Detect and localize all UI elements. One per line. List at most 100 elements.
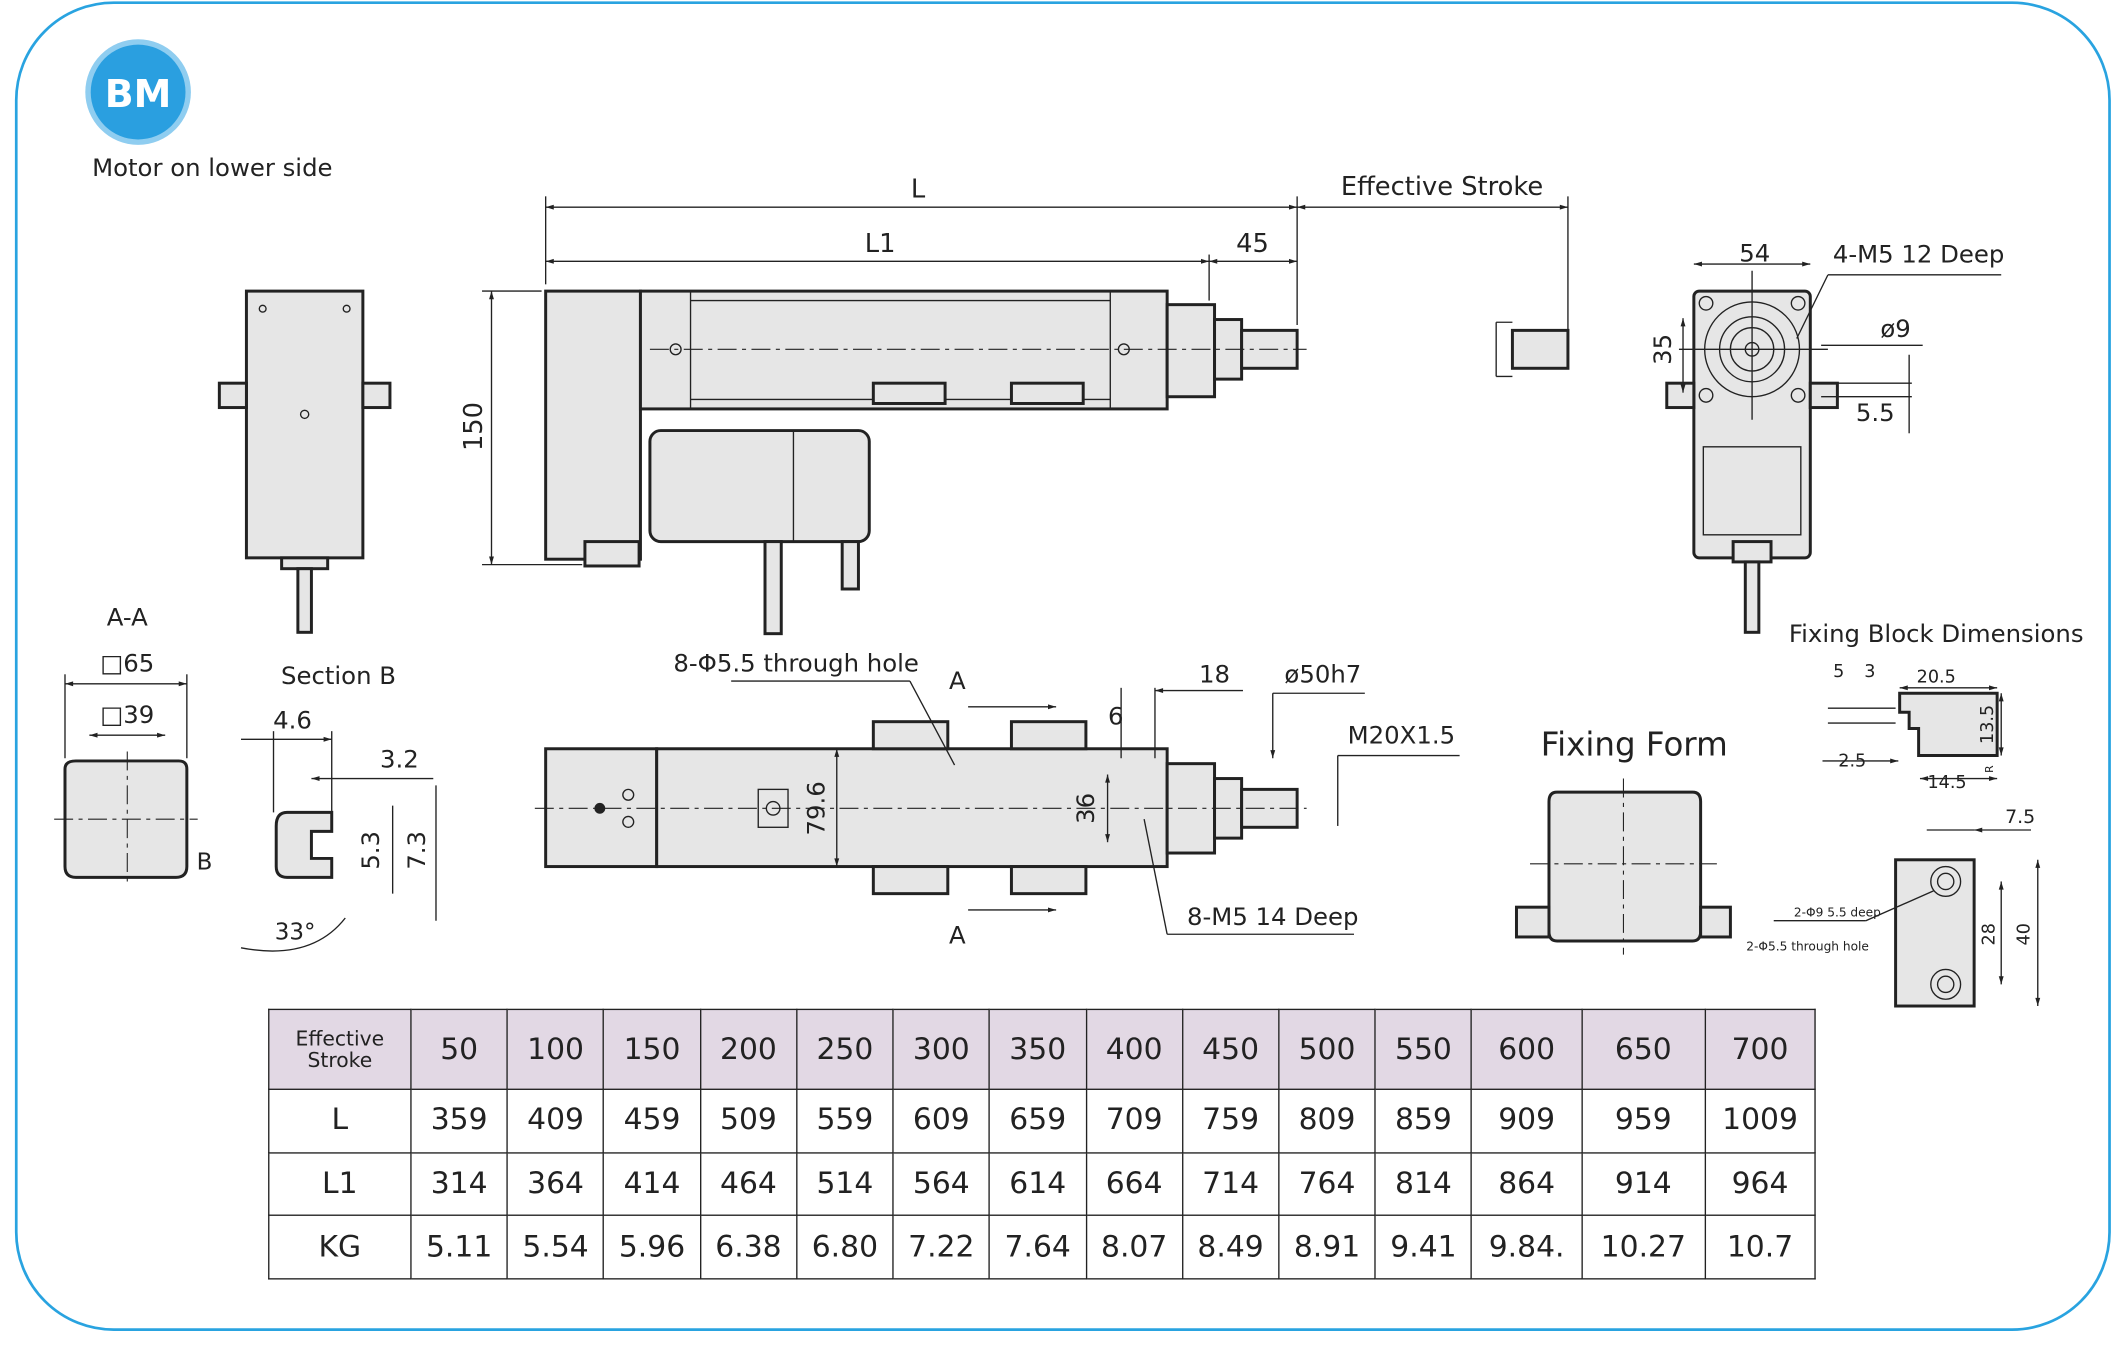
- dim-28: 28: [1979, 923, 1999, 945]
- svg-text:BM: BM: [105, 72, 172, 116]
- section-marker-a-bottom: A: [949, 921, 966, 950]
- dim-radius: R: [1983, 765, 1996, 773]
- counterbore-note: 2-Φ9 5.5 deep: [1794, 906, 1881, 920]
- table-cell: 959: [1580, 1088, 1706, 1154]
- table-cell: 709: [1085, 1088, 1184, 1154]
- table-cell: 609: [892, 1088, 991, 1154]
- top-view: [482, 196, 1570, 636]
- table-cell: 8.07: [1085, 1215, 1184, 1280]
- section-b-detail: [240, 731, 437, 952]
- stroke-cell: 600: [1470, 1008, 1583, 1091]
- dim-13-5: 13.5: [1978, 705, 1998, 744]
- table-cell: 814: [1374, 1151, 1473, 1217]
- table-cell: 509: [699, 1088, 798, 1154]
- dim-20-5: 20.5: [1917, 667, 1956, 687]
- header-label-line1: Effective: [295, 1026, 385, 1051]
- table-cell: 664: [1085, 1151, 1184, 1217]
- row-label: L: [268, 1088, 412, 1154]
- table-cell: 6.80: [795, 1215, 894, 1280]
- table-cell: 864: [1470, 1151, 1583, 1217]
- motor-position-label: Motor on lower side: [92, 153, 332, 182]
- table-cell: 659: [988, 1088, 1087, 1154]
- dim-4-6: 4.6: [273, 705, 312, 734]
- table-cell: 1009: [1704, 1088, 1816, 1154]
- side-view: [217, 289, 392, 634]
- table-cell: 764: [1278, 1151, 1376, 1217]
- section-marker-a-top: A: [949, 666, 966, 695]
- dim-79-6: 79.6: [802, 781, 831, 835]
- table-cell: 5.54: [506, 1215, 605, 1280]
- row-label: L1: [268, 1151, 412, 1217]
- stroke-cell: 300: [892, 1008, 991, 1091]
- section-b-marker: B: [197, 849, 213, 875]
- table-cell: 409: [506, 1088, 605, 1154]
- table-cell: 914: [1580, 1151, 1706, 1217]
- bm-logo: BM: [85, 39, 191, 145]
- fixing-block-title: Fixing Block Dimensions: [1789, 619, 2084, 648]
- dim-L: L: [911, 175, 926, 205]
- dim-dia-9: ø9: [1880, 314, 1910, 343]
- stroke-cell: 450: [1181, 1008, 1280, 1091]
- stroke-cell: 200: [699, 1008, 798, 1091]
- dim-7-3: 7.3: [402, 831, 431, 870]
- fixing-block-drawing: [1773, 685, 2041, 1008]
- table-cell: 859: [1374, 1088, 1473, 1154]
- dim-7-5: 7.5: [2005, 806, 2035, 828]
- table-cell: 759: [1181, 1088, 1280, 1154]
- section-aa-profile: [54, 674, 198, 887]
- stroke-cell: 100: [506, 1008, 605, 1091]
- stroke-cell: 150: [603, 1008, 701, 1091]
- table-cell: 314: [410, 1151, 509, 1217]
- table-cell: 714: [1181, 1151, 1280, 1217]
- stroke-cell: 350: [988, 1008, 1087, 1091]
- stroke-cell: 250: [795, 1008, 894, 1091]
- dim-angle-33: 33°: [275, 920, 316, 946]
- dim-5-3: 5.3: [356, 831, 385, 870]
- table-cell: 10.27: [1580, 1215, 1706, 1280]
- table-cell: 9.41: [1374, 1215, 1473, 1280]
- dim-5: 5: [1833, 662, 1844, 682]
- through-hole-note: 2-Φ5.5 through hole: [1746, 940, 1869, 954]
- dim-150: 150: [459, 402, 489, 451]
- table-cell: 559: [795, 1088, 894, 1154]
- thread-note-8-m5: 8-M5 14 Deep: [1187, 902, 1358, 931]
- dim-effective-stroke: Effective Stroke: [1341, 172, 1543, 202]
- table-cell: 8.49: [1181, 1215, 1280, 1280]
- table-cell: 364: [506, 1151, 605, 1217]
- table-cell: 514: [795, 1151, 894, 1217]
- stroke-cell: 650: [1580, 1008, 1706, 1091]
- table-cell: 5.11: [410, 1215, 509, 1280]
- header-label-line2: Stroke: [307, 1048, 373, 1073]
- dim-54: 54: [1739, 238, 1770, 267]
- dim-35: 35: [1648, 334, 1677, 365]
- thread-note-4-m5: 4-M5 12 Deep: [1833, 240, 2004, 269]
- thread-m20x1-5: M20X1.5: [1348, 720, 1455, 749]
- bottom-view: [534, 680, 1460, 935]
- table-cell: 5.96: [603, 1215, 701, 1280]
- table-cell: 614: [988, 1151, 1087, 1217]
- stroke-cell: 700: [1704, 1008, 1816, 1091]
- section-b-title: Section B: [281, 661, 396, 690]
- row-label: KG: [268, 1215, 412, 1280]
- dim-45: 45: [1236, 229, 1269, 259]
- stroke-cell: 550: [1374, 1008, 1473, 1091]
- hole-note-8-phi5-5: 8-Φ5.5 through hole: [673, 649, 919, 678]
- table-cell: 7.22: [892, 1215, 991, 1280]
- table-cell: 9.84.: [1470, 1215, 1583, 1280]
- end-view: [1665, 261, 2002, 634]
- table-cell: 414: [603, 1151, 701, 1217]
- table-cell: 7.64: [988, 1215, 1087, 1280]
- dim-36: 36: [1071, 793, 1100, 824]
- dim-40: 40: [2015, 923, 2035, 945]
- table-cell: 809: [1278, 1088, 1376, 1154]
- table-cell: 909: [1470, 1088, 1583, 1154]
- dim-L1: L1: [865, 229, 896, 259]
- dim-5-5: 5.5: [1856, 398, 1895, 427]
- table-cell: 464: [699, 1151, 798, 1217]
- fixing-form-title: Fixing Form: [1541, 726, 1728, 764]
